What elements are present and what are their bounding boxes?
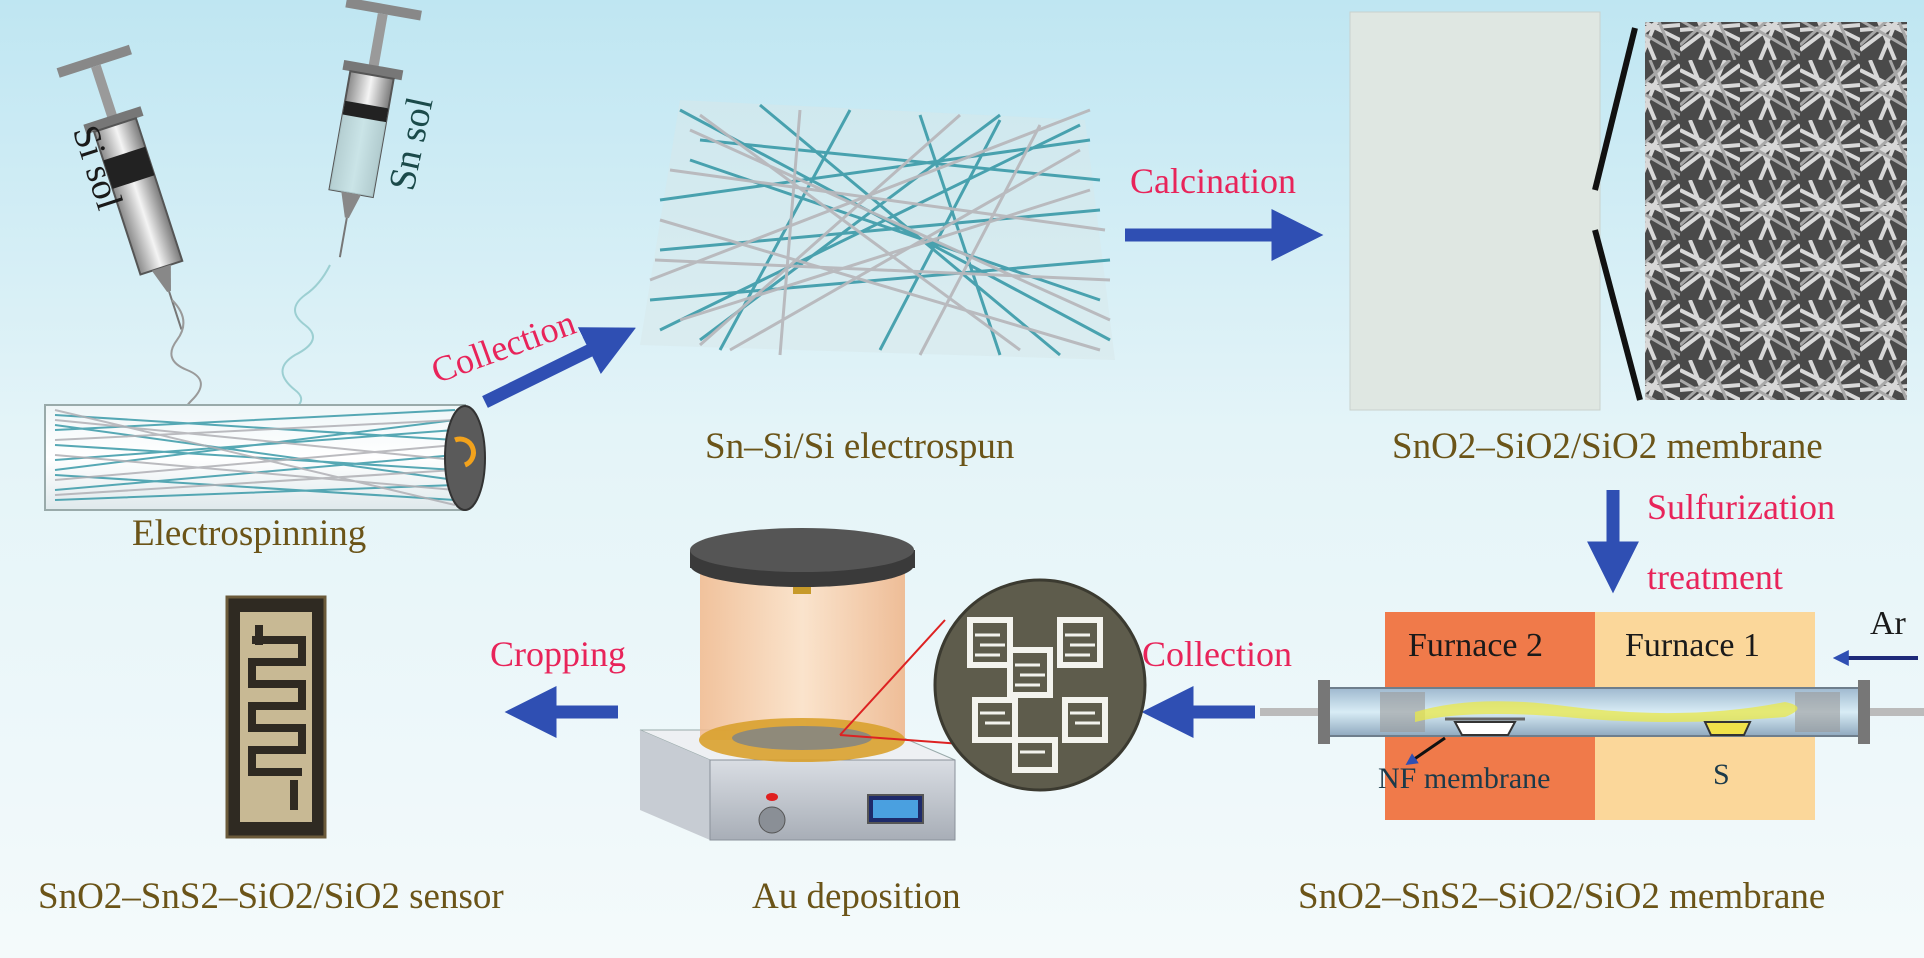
membrane-label-2: SnO2–SnS2–SiO2/SiO2 membrane [1298, 876, 1826, 917]
cropping-label: Cropping [490, 634, 627, 674]
collection-arrow-1 [482, 327, 636, 408]
nf-membrane-label: NF membrane [1378, 762, 1551, 795]
furnace-2-label: Furnace 2 [1408, 627, 1544, 664]
sulfurization-label-2: treatment [1647, 557, 1783, 597]
membrane-photo [1349, 11, 1601, 411]
furnace-1-label: Furnace 1 [1625, 627, 1761, 664]
sn-sol-syringe [328, 0, 422, 258]
membrane-label-1: SnO2–SiO2/SiO2 membrane [1392, 426, 1823, 467]
sem-image [1645, 22, 1907, 400]
sensor-chip [225, 595, 327, 839]
collector-drum [44, 404, 486, 511]
collection-label-2: Collection [1142, 634, 1292, 674]
zoom-line-bottom [1592, 229, 1643, 401]
au-deposition-label: Au deposition [752, 876, 961, 917]
sensor-label: SnO2–SnS2–SiO2/SiO2 sensor [38, 876, 504, 917]
calcination-label: Calcination [1130, 161, 1296, 201]
electrospun-fiber-mat [640, 100, 1115, 360]
tube-furnace [1260, 612, 1924, 820]
ar-label: Ar [1870, 605, 1906, 642]
sn-jet [269, 264, 331, 421]
sulfurization-label-1: Sulfurization [1647, 487, 1835, 527]
zoom-line-top [1592, 27, 1638, 191]
si-sol-syringe [56, 44, 184, 330]
electrospinning-label: Electrospinning [132, 513, 367, 554]
s-label: S [1713, 758, 1730, 791]
sputter-coater [639, 528, 976, 841]
electrode-array-closeup [933, 578, 1147, 792]
electrospun-label: Sn–Si/Si electrospun [705, 426, 1015, 467]
